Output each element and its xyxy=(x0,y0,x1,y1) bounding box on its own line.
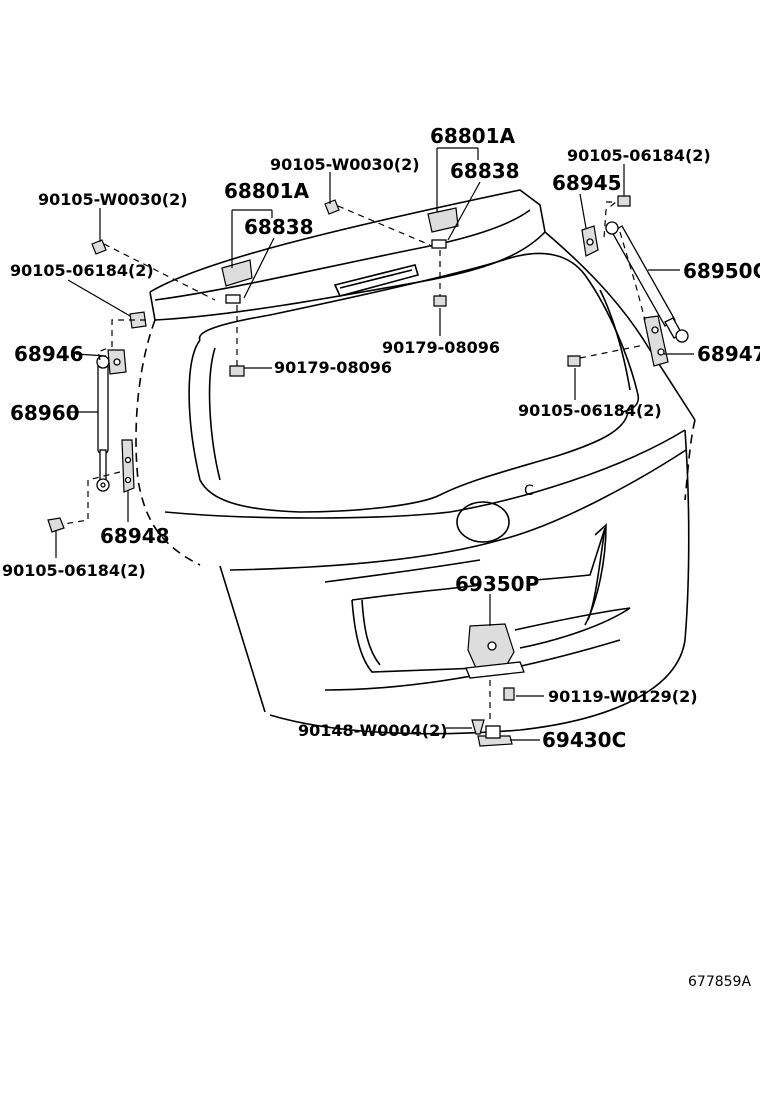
label-90105-W0030-top: 90105-W0030(2) xyxy=(270,155,420,174)
label-90179-08096-mid: 90179-08096 xyxy=(382,338,500,357)
label-68801A-top: 68801A xyxy=(430,124,516,148)
label-90148-W0004: 90148-W0004(2) xyxy=(298,721,448,740)
opener-switch xyxy=(477,725,513,747)
diagram-id: 677859A xyxy=(688,974,751,990)
bracket-68947 xyxy=(643,315,669,367)
label-68947: 68947 xyxy=(697,342,760,366)
lock-assembly xyxy=(465,623,525,679)
bracket-68948 xyxy=(121,439,135,493)
label-68960: 68960 xyxy=(10,401,80,425)
part-labels: 68801A 68838 90105-W0030(2) 90105-06184(… xyxy=(2,124,760,990)
hinge-left xyxy=(221,259,253,304)
bracket-68945 xyxy=(581,225,599,257)
bracket-68946 xyxy=(107,349,127,375)
label-68946: 68946 xyxy=(14,342,84,366)
label-68801A-left: 68801A xyxy=(224,179,310,203)
label-68948: 68948 xyxy=(100,524,170,548)
emblem-letter: C xyxy=(524,483,534,499)
label-68945: 68945 xyxy=(552,171,622,195)
label-69350P: 69350P xyxy=(455,572,539,596)
label-90105-06184-left: 90105-06184(2) xyxy=(10,261,154,280)
hinge-right xyxy=(427,207,459,249)
label-68950C: 68950C xyxy=(683,259,760,283)
label-69430C: 69430C xyxy=(542,728,626,752)
label-90119-W0129: 90119-W0129(2) xyxy=(548,687,698,706)
right-gas-strut xyxy=(605,221,689,343)
label-68838-top: 68838 xyxy=(450,159,520,183)
assembly-lines xyxy=(63,201,646,722)
label-68838-left: 68838 xyxy=(244,215,314,239)
label-90179-08096-left: 90179-08096 xyxy=(274,358,392,377)
left-gas-strut xyxy=(96,355,110,492)
bolts xyxy=(47,195,631,735)
label-90105-06184-right: 90105-06184(2) xyxy=(518,401,662,420)
label-90105-06184-top: 90105-06184(2) xyxy=(567,146,711,165)
leader-lines xyxy=(55,147,694,741)
label-90105-W0030-left: 90105-W0030(2) xyxy=(38,190,188,209)
back-door-panel: C xyxy=(135,189,696,735)
label-90105-06184-bottom: 90105-06184(2) xyxy=(2,561,146,580)
